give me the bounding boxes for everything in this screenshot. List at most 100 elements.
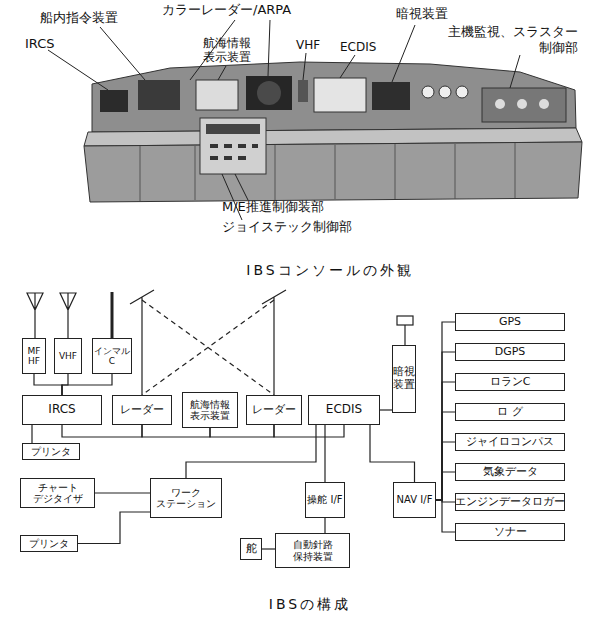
box-text: ロ グ bbox=[497, 406, 523, 419]
leader-line bbox=[218, 66, 226, 80]
equipment-box: 自動針路 保持装置 bbox=[275, 533, 350, 568]
equipment-box: 舵 bbox=[240, 538, 262, 560]
box-text: MF HF bbox=[23, 346, 45, 367]
connector-line bbox=[436, 382, 455, 500]
leader-line bbox=[340, 55, 355, 78]
connector-line bbox=[31, 425, 32, 443]
pedestal-display bbox=[206, 124, 260, 134]
antennas bbox=[27, 290, 413, 395]
callout-label: IRCS bbox=[25, 36, 65, 52]
inmarsat-antenna bbox=[111, 292, 114, 338]
camera-unit bbox=[397, 316, 413, 325]
night-vision-screen bbox=[372, 82, 410, 110]
box-text: 自動針路 保持装置 bbox=[276, 539, 349, 562]
equipment-box: ECDIS bbox=[308, 395, 380, 425]
equipment-box: チャート デジタイザ bbox=[20, 478, 95, 508]
engine-panel bbox=[482, 88, 566, 122]
box-text: ECDIS bbox=[326, 403, 362, 417]
connector-line bbox=[186, 425, 316, 478]
callout-label: カラーレーダー/ARPA bbox=[162, 2, 312, 18]
callout-label: 主機監視、スラスター 制御部 bbox=[438, 24, 578, 55]
box-text: DGPS bbox=[495, 346, 526, 359]
callout-label: VHF bbox=[296, 38, 326, 52]
connector-line bbox=[62, 374, 112, 395]
equipment-box: IRCS bbox=[22, 395, 102, 425]
connector-line bbox=[324, 425, 325, 482]
connector-line bbox=[34, 374, 62, 395]
box-text: ワーク ステーション bbox=[151, 487, 221, 510]
equipment-box: レーダー bbox=[112, 395, 172, 425]
connector-line bbox=[436, 352, 455, 500]
equipment-box: MF HF bbox=[22, 338, 46, 374]
equipment-box: 航海情報 表示装置 bbox=[182, 392, 238, 428]
connector-line bbox=[436, 322, 455, 500]
connector-line bbox=[436, 442, 455, 500]
pedestal-buttons bbox=[210, 146, 258, 158]
box-text: エンジンデータロガー bbox=[455, 496, 565, 509]
me-control-pedestal bbox=[200, 118, 266, 174]
equipment-box: エンジンデータロガー bbox=[455, 493, 565, 511]
connector-line bbox=[436, 412, 455, 500]
box-text: 気象データ bbox=[483, 466, 538, 479]
leader-lines bbox=[48, 20, 520, 220]
box-text: ロランC bbox=[490, 376, 531, 389]
equipment-box: インマル C bbox=[92, 338, 132, 374]
gauge bbox=[439, 86, 451, 98]
console-cabinet bbox=[84, 142, 582, 202]
equipment-box: レーダー bbox=[246, 395, 302, 425]
connector-line bbox=[95, 492, 150, 493]
box-text: チャート デジタイザ bbox=[21, 482, 94, 505]
console-panel bbox=[92, 62, 576, 132]
leader-line bbox=[235, 174, 248, 200]
equipment-box: プリンタ bbox=[22, 443, 80, 460]
equipment-box: ロ グ bbox=[455, 403, 565, 421]
equipment-box: 操舵 I/F bbox=[305, 482, 345, 518]
gauge bbox=[456, 86, 468, 98]
callout-label: M/E推進制御装部 bbox=[222, 199, 352, 215]
connector-line bbox=[380, 409, 392, 410]
equipment-box: プリンタ bbox=[20, 535, 78, 552]
connector-line bbox=[436, 472, 455, 500]
connector-line bbox=[262, 548, 275, 549]
box-text: ソナー bbox=[494, 526, 527, 539]
ecdis-screen bbox=[314, 78, 366, 112]
leader-line bbox=[510, 55, 520, 88]
box-text: レーダー bbox=[252, 404, 296, 417]
callout-label: 航海情報 表示装置 bbox=[198, 36, 256, 65]
leader-line bbox=[48, 50, 108, 90]
command-screen bbox=[138, 80, 180, 110]
knob bbox=[517, 99, 527, 109]
box-text: NAV I/F bbox=[397, 494, 433, 506]
equipment-box: GPS bbox=[455, 313, 565, 331]
connector-line bbox=[78, 512, 150, 544]
callout-label: ECDIS bbox=[340, 40, 390, 54]
gauge bbox=[422, 86, 434, 98]
box-text: 暗視装置 bbox=[393, 366, 415, 391]
box-text: IRCS bbox=[48, 403, 75, 417]
connector-line bbox=[370, 425, 415, 482]
equipment-box: ロランC bbox=[455, 373, 565, 391]
box-text: ジャイロコンパス bbox=[466, 436, 554, 449]
box-text: 舵 bbox=[246, 543, 257, 556]
equipment-box: ワーク ステーション bbox=[150, 478, 222, 518]
box-text: インマル C bbox=[93, 346, 131, 367]
vhf-antenna bbox=[60, 293, 76, 338]
equipment-box: 暗視装置 bbox=[392, 345, 416, 413]
box-text: GPS bbox=[499, 316, 521, 329]
ircs-screen bbox=[100, 90, 128, 112]
radar-screen bbox=[246, 76, 292, 110]
equipment-box: NAV I/F bbox=[393, 482, 436, 518]
callout-label: 暗視装置 bbox=[396, 6, 466, 22]
callout-label: ジョイステック制御部 bbox=[222, 219, 372, 235]
equipment-box: ジャイロコンパス bbox=[455, 433, 565, 451]
radar-cross-link bbox=[142, 300, 274, 395]
connectors bbox=[32, 322, 455, 549]
box-text: プリンタ bbox=[31, 446, 71, 458]
leader-line bbox=[392, 25, 415, 82]
radar-scope bbox=[257, 81, 281, 105]
box-text: 航海情報 表示装置 bbox=[183, 399, 237, 422]
equipment-box: ソナー bbox=[455, 523, 565, 541]
connector-line bbox=[274, 425, 344, 437]
callout-label: 船内指令装置 bbox=[40, 10, 140, 26]
equipment-box: 気象データ bbox=[455, 463, 565, 481]
